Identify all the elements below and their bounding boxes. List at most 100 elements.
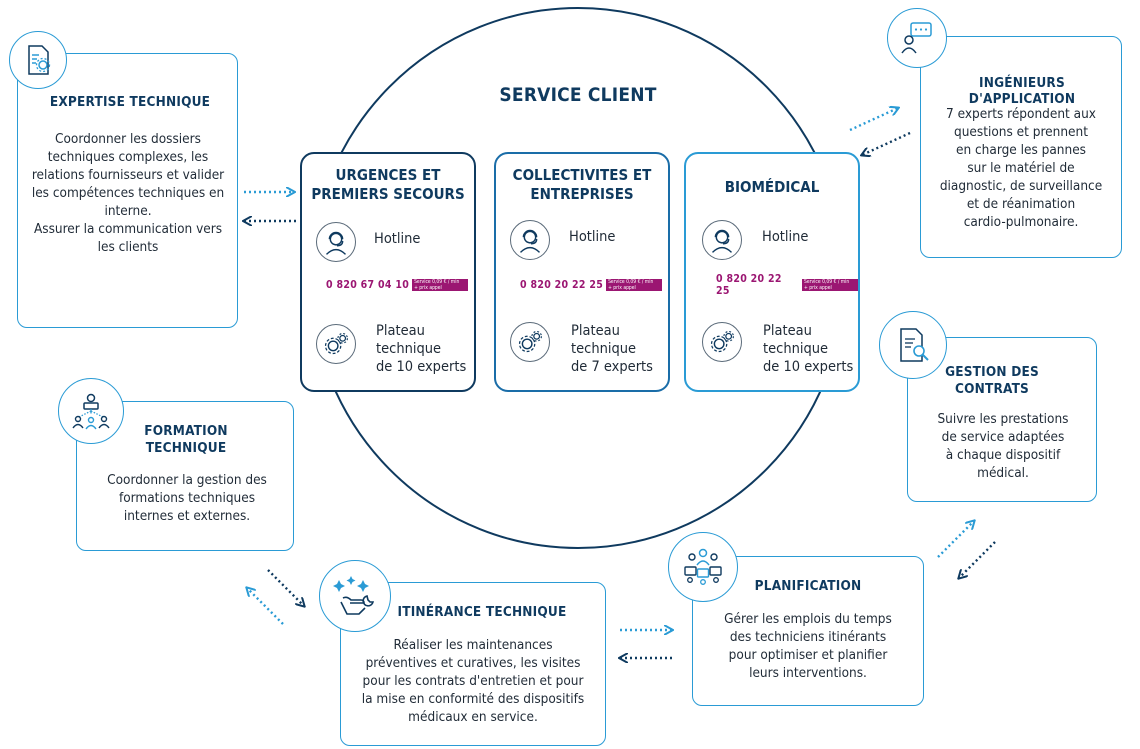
headset-icon [510, 220, 550, 260]
tariff-line-2: + prix appel [414, 284, 442, 291]
platform-line-1: Plateau [571, 323, 620, 339]
platform-line-1: Plateau [376, 323, 425, 339]
itinerance-description: Réaliser les maintenances préventives et… [344, 636, 602, 726]
service-title-line-2: ENTREPRISES [530, 185, 634, 203]
hotline-label: Hotline [762, 229, 809, 245]
title-line-1: GESTION DES [945, 364, 1039, 380]
text-line: cardio-pulmonaire. [963, 214, 1079, 230]
text-line: relations fournisseurs et valider [31, 167, 225, 183]
text-line: Coordonner la gestion des [107, 472, 267, 488]
platform-line-3: de 7 experts [571, 359, 653, 375]
text-line: sur le matériel de [967, 160, 1075, 176]
phone-number[interactable]: 0 820 67 04 10 Service 0,09 € / min+ pri… [326, 278, 469, 292]
text-line: leurs interventions. [749, 665, 867, 681]
expertise-description: Coordonner les dossiers techniques compl… [24, 130, 232, 256]
planification-title: PLANIFICATION [754, 578, 862, 594]
text-line: interne. [104, 203, 152, 219]
hand-wrench-icon [333, 576, 375, 615]
text-line: Gérer les emplois du temps [724, 611, 892, 627]
text-line: pour les contrats d'entretien et pour [362, 673, 584, 689]
formation-description: Coordonner la gestion des formations tec… [86, 471, 288, 525]
formation-icon-badge [58, 378, 124, 444]
arrow-to-formation [247, 588, 284, 625]
text-line: Suivre les prestations [937, 411, 1069, 427]
text-line: des techniciens itinérants [729, 629, 887, 645]
tariff-line-2: + prix appel [608, 284, 636, 291]
phone-digits: 0 820 67 04 10 [326, 279, 410, 291]
text-line: 7 experts répondent aux [946, 106, 1096, 122]
text-line: les compétences techniques en [31, 185, 225, 201]
phone-tariff: Service 0,09 € / min+ prix appel [606, 279, 663, 291]
arrow-from-ingenieurs [862, 131, 911, 155]
text-line: internes et externes. [123, 508, 251, 524]
itinerance-icon-badge [319, 560, 391, 632]
service-client-title: SERVICE CLIENT [499, 84, 657, 106]
planification-description: Gérer les emplois du temps des technicie… [700, 610, 916, 682]
text-line: formations techniques [118, 490, 256, 506]
service-title-line-1: COLLECTIVITES ET [512, 166, 652, 184]
platform-label: Plateau technique de 7 experts [571, 322, 653, 376]
platform-line-2: technique [763, 341, 829, 357]
document-search-icon [900, 328, 929, 362]
ingenieurs-box [920, 36, 1122, 258]
phone-tariff: Service 0,09 € / min+ prix appel [412, 279, 469, 291]
tariff-line-1: Service 0,09 € / min [608, 279, 654, 285]
gears-icon [510, 322, 550, 362]
text-line: pour optimiser et planifier [728, 647, 888, 663]
service-box-biomedical: BIOMÉDICAL Hotline 0 820 20 22 25 Servic… [684, 152, 860, 392]
platform-line-2: technique [376, 341, 442, 357]
text-line: la mise en conformité des dispositifs [361, 691, 585, 707]
text-line: médical. [977, 465, 1029, 481]
tariff-line-2: + prix appel [804, 284, 832, 291]
service-title: BIOMÉDICAL [686, 178, 858, 197]
ingenieurs-icon-badge [887, 8, 947, 68]
platform-label: Plateau technique de 10 experts [376, 322, 466, 376]
ingenieurs-title: INGÉNIEURS D'APPLICATION [968, 75, 1076, 107]
tariff-line-1: Service 0,09 € / min [804, 279, 850, 285]
phone-digits: 0 820 20 22 25 [716, 273, 782, 297]
phone-tariff: Service 0,09 € / min+ prix appel [802, 279, 858, 291]
document-gear-icon [28, 45, 51, 75]
platform-line-3: de 10 experts [763, 359, 854, 375]
gears-icon [702, 322, 742, 362]
tariff-line-1: Service 0,09 € / min [414, 279, 460, 285]
text-line: médicaux en service. [408, 709, 538, 725]
platform-line-1: Plateau [763, 323, 812, 339]
text-line: techniques complexes, les [47, 149, 209, 165]
contrats-description: Suivre les prestations de service adapté… [915, 410, 1091, 482]
arrow-to-itinerance [267, 569, 304, 606]
gears-icon [316, 324, 356, 364]
hierarchy-people-icon [72, 393, 110, 430]
text-line: en charge les pannes [955, 142, 1087, 158]
phone-number[interactable]: 0 820 20 22 25 Service 0,09 € / min+ pri… [520, 278, 663, 292]
contrats-icon-badge [879, 311, 947, 379]
text-line: à chaque dispositif [945, 447, 1061, 463]
planification-icon-badge [668, 532, 738, 602]
ingenieurs-description: 7 experts répondent aux questions et pre… [926, 105, 1116, 231]
title-line-2: CONTRATS [954, 381, 1030, 397]
headset-icon [702, 220, 742, 260]
title-line-2: TECHNIQUE [145, 440, 227, 456]
hotline-label: Hotline [374, 231, 421, 247]
platform-line-2: technique [571, 341, 637, 357]
text-line: Assurer la communication vers [33, 221, 223, 237]
arrow-to-ingenieurs [849, 108, 898, 132]
platform-line-3: de 10 experts [376, 359, 467, 375]
itinerance-title: ITINÉRANCE TECHNIQUE [397, 604, 567, 620]
text-line: diagnostic, de surveillance [939, 178, 1103, 194]
text-line: et de réanimation [966, 196, 1076, 212]
chat-person-icon [901, 22, 932, 54]
title-line-1: FORMATION [144, 423, 228, 439]
expertise-title: EXPERTISE TECHNIQUE [49, 94, 211, 110]
arrow-to-contrats [937, 521, 974, 558]
expertise-icon-badge [9, 31, 67, 89]
hotline-label: Hotline [569, 229, 616, 245]
phone-number[interactable]: 0 820 20 22 25 Service 0,09 € / min+ pri… [716, 273, 858, 297]
platform-label: Plateau technique de 10 experts [763, 322, 853, 376]
text-line: préventives et curatives, les visites [365, 655, 581, 671]
service-title-line-1: URGENCES ET [335, 166, 441, 184]
